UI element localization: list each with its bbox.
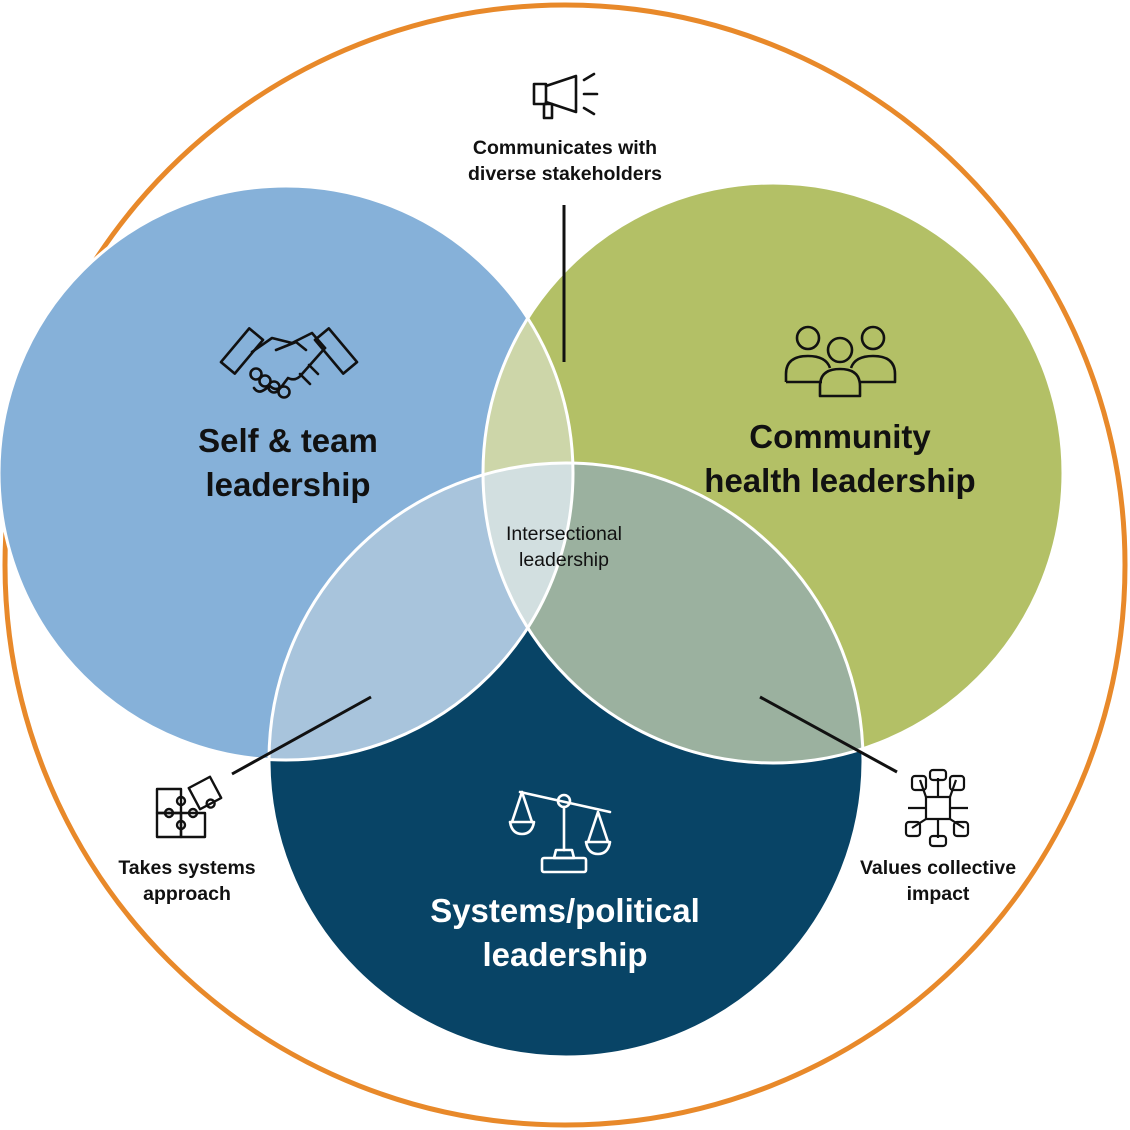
center-label-line2: leadership	[519, 549, 609, 571]
joined-hands-icon	[904, 768, 970, 848]
callout-right-line2: impact	[907, 883, 970, 905]
community-label-line2: health leadership	[704, 462, 975, 499]
callout-left-line2: approach	[143, 883, 231, 905]
center-label-line1: Intersectional	[506, 523, 622, 545]
systems-label-line1: Systems/political	[430, 892, 700, 929]
callout-top-line1: Communicates with	[473, 137, 657, 159]
connector-lines	[231, 205, 898, 776]
callout-left-line1: Takes systems	[118, 857, 255, 879]
systems-label-line2: leadership	[482, 936, 647, 973]
callout-top-line2: diverse stakeholders	[468, 163, 662, 185]
callout-right-line1: Values collective	[860, 857, 1016, 879]
lens-self-systems	[269, 463, 573, 760]
self-team-label-line2: leadership	[205, 466, 370, 503]
circle-outlines	[0, 181, 1065, 1059]
connector-left	[231, 695, 372, 776]
handshake-icon	[219, 327, 359, 399]
self-team-label-line1: Self & team	[198, 422, 378, 459]
community-label-line1: Community	[749, 418, 931, 455]
connector-right	[759, 695, 898, 774]
puzzle-icon	[155, 775, 223, 839]
megaphone-icon	[532, 72, 599, 120]
people-group-icon	[784, 325, 897, 398]
scales-icon	[508, 790, 612, 874]
